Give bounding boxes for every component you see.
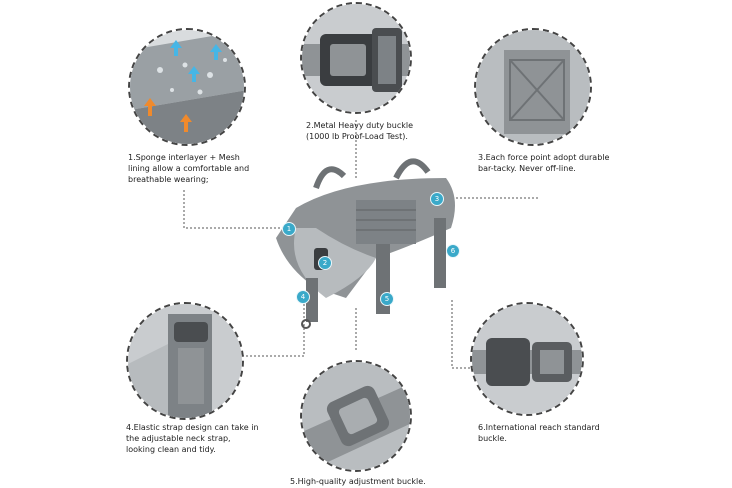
feature-label-2: 2.Metal Heavy duty buckle (1000 lb Proof… — [306, 121, 413, 141]
feature-label-1: 1.Sponge interlayer + Mesh lining allow … — [128, 153, 250, 184]
feature-label-3: 3.Each force point adopt durable bar-tac… — [478, 153, 610, 173]
mesh-fabric-image — [130, 30, 244, 144]
metal-buckle-image — [302, 4, 410, 112]
callout-marker-6: 6 — [446, 244, 460, 258]
callout-marker-1: 1 — [282, 222, 296, 236]
callout-marker-2: 2 — [318, 256, 332, 270]
adjustment-buckle-image — [302, 362, 410, 470]
feature-circle-standard-buckle — [470, 302, 584, 416]
feature-circle-mesh — [128, 28, 246, 146]
standard-buckle-image — [472, 304, 582, 414]
feature-label-4: 4.Elastic strap design can take in the a… — [126, 423, 259, 454]
callout-marker-5: 5 — [380, 292, 394, 306]
feature-label-6: 6.International reach standard buckle. — [478, 423, 600, 443]
feature-circle-elastic-strap — [126, 302, 244, 420]
callout-marker-3: 3 — [430, 192, 444, 206]
feature-label-5: 5.High-quality adjustment buckle. — [290, 477, 426, 486]
feature-circle-adjustment-buckle — [300, 360, 412, 472]
feature-circle-bar-tack — [474, 28, 592, 146]
elastic-strap-image — [128, 304, 242, 418]
harness-image — [276, 158, 455, 329]
bar-tack-image — [476, 30, 590, 144]
callout-marker-4: 4 — [296, 290, 310, 304]
feature-circle-metal-buckle — [300, 2, 412, 114]
